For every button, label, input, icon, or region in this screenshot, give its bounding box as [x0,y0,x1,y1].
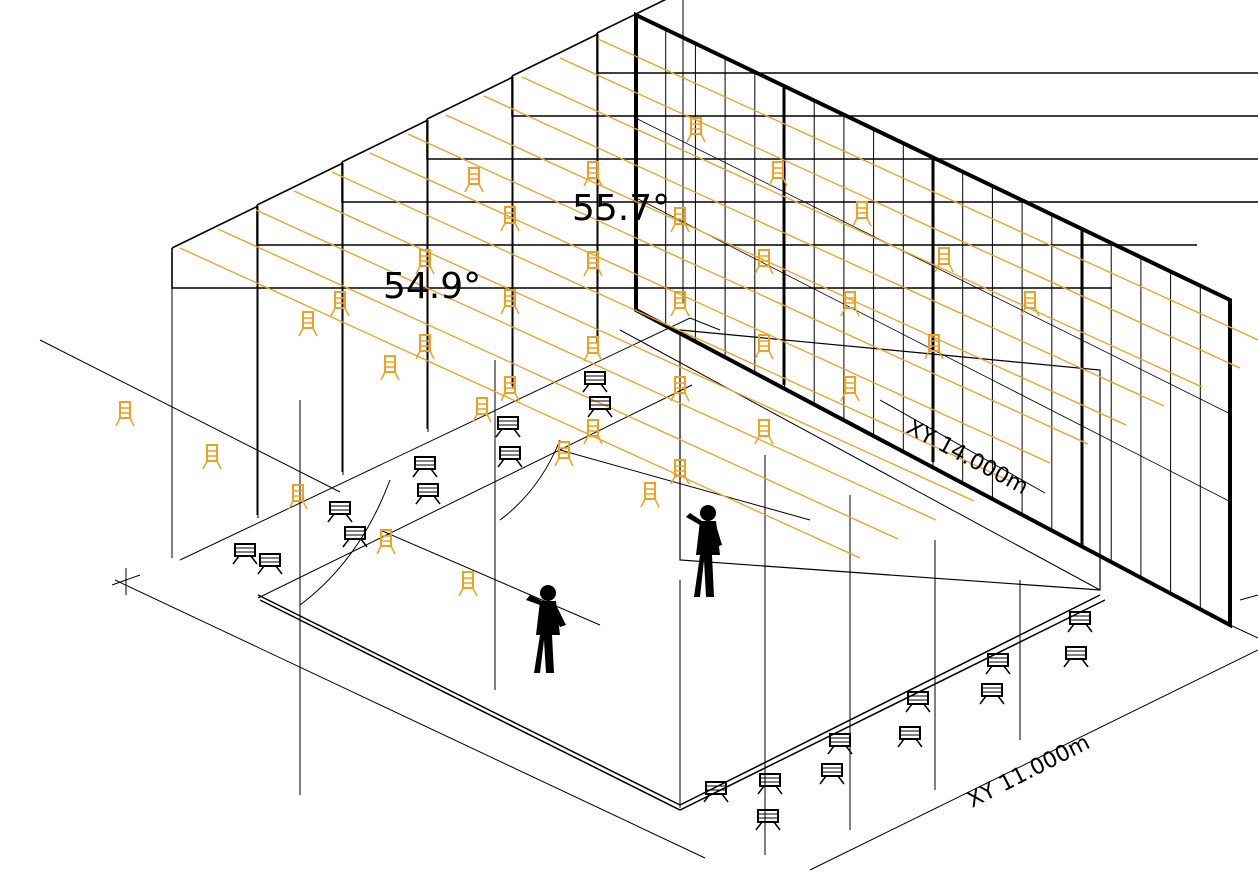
fixture-layer [115,117,1040,597]
camera-rig-icon [827,733,853,755]
spotlight-fixture-icon [376,529,396,555]
truss-frame-top [511,76,1258,117]
camera-rig-icon [415,483,441,505]
truss-frame-edge [341,119,429,163]
camera-rig-icon [905,691,931,713]
spotlight-fixture-icon [464,167,484,193]
spotlight-fixture-icon [415,249,435,275]
spotlight-fixture-icon [640,482,660,508]
spotlight-fixture-icon [754,334,774,360]
truss-bar [369,152,1051,464]
spotlight-fixture-icon [840,376,860,402]
truss-bar [559,57,1241,369]
spotlight-fixture-icon [686,117,706,143]
truss-bar [483,95,1165,407]
spotlight-fixture-icon [670,376,690,402]
annotation-layer: 54.9° 55.7° XY 14.000m XY 11.000m [383,188,1094,813]
camera-rig-icon [703,781,729,803]
human-figure-icon [686,505,722,597]
figure-layer [526,505,722,673]
wall-grid-line [635,197,1231,502]
dimension-lines [39,339,1258,871]
truss-frame-edge [256,162,344,206]
camera-rig-icon [257,553,283,575]
camera-rig-icon [757,773,783,795]
spotlight-fixture-icon [754,419,774,445]
dimension-label-width: XY 11.000m [963,730,1094,813]
spotlight-fixture-icon [583,251,603,277]
spotlight-fixture-icon [1020,291,1040,317]
camera-rig-icon [342,526,368,548]
camera-rig-icon [412,456,438,478]
truss-bar [445,114,1127,426]
truss-bar [407,133,1089,445]
spotlight-fixture-icon [202,444,222,470]
spotlight-fixture-icon [754,249,774,275]
spotlight-fixture-icon [583,161,603,187]
camera-rig-icon [979,683,1005,705]
wall-grid-line [635,117,1231,415]
truss-bar [293,190,975,502]
spotlight-fixture-icon [840,291,860,317]
spotlight-fixture-icon [330,291,350,317]
spotlight-fixture-icon [670,291,690,317]
camera-rig-icon [582,371,608,393]
camera-rig-icon [232,543,258,565]
spotlight-fixture-icon [288,484,308,510]
truss-frame-top [426,119,1258,160]
human-figure-icon [526,585,566,673]
spotlight-fixture-icon [768,161,788,187]
camera-rig-icon [327,501,353,523]
spotlight-fixture-icon [298,311,318,337]
spotlight-fixture-icon [415,334,435,360]
camera-rig-icon [495,416,521,438]
spotlight-fixture-icon [924,334,944,360]
camera-rig-icon [497,446,523,468]
camera-rig-icon [897,726,923,748]
studio-floor [179,317,1106,855]
spotlight-fixture-icon [472,397,492,423]
camera-rig-icon [1067,611,1093,633]
truss-bar [217,228,899,540]
spotlight-fixture-icon [500,289,520,315]
truss-frame-edge [596,0,667,34]
spotlight-fixture-icon [500,376,520,402]
truss-bar [521,76,1203,388]
spotlight-fixture-icon [115,401,135,427]
truss-bar [179,247,861,559]
truss-frame-edge [171,205,259,249]
truss-frame-edge [426,76,514,120]
spotlight-fixture-icon [380,355,400,381]
truss-bar [331,171,1013,483]
spotlight-fixture-icon [554,441,574,467]
camera-rig-icon [1063,646,1089,668]
spotlight-fixture-icon [670,207,690,233]
angle-label-back: 55.7° [572,188,670,229]
spotlight-fixture-icon [852,201,872,227]
camera-rig-icon [819,763,845,785]
camera-rig-icon [587,396,613,418]
truss-bar [597,38,1258,341]
camera-rig-layer [232,371,1093,831]
spotlight-fixture-icon [500,206,520,232]
truss-frame-edge [511,33,599,77]
lighting-truss-bars [179,38,1258,559]
camera-rig-icon [985,653,1011,675]
spotlight-fixture-icon [458,571,478,597]
spotlight-fixture-icon [934,247,954,273]
truss-frame-top [596,33,1258,74]
camera-rig-icon [755,809,781,831]
back-wall-grid [635,29,1231,610]
truss-bar [255,209,937,521]
spotlight-fixture-icon [670,459,690,485]
angle-label-front: 54.9° [383,266,481,307]
spotlight-fixture-icon [583,419,603,445]
truss-frames [171,0,1258,591]
spotlight-fixture-icon [583,336,603,362]
